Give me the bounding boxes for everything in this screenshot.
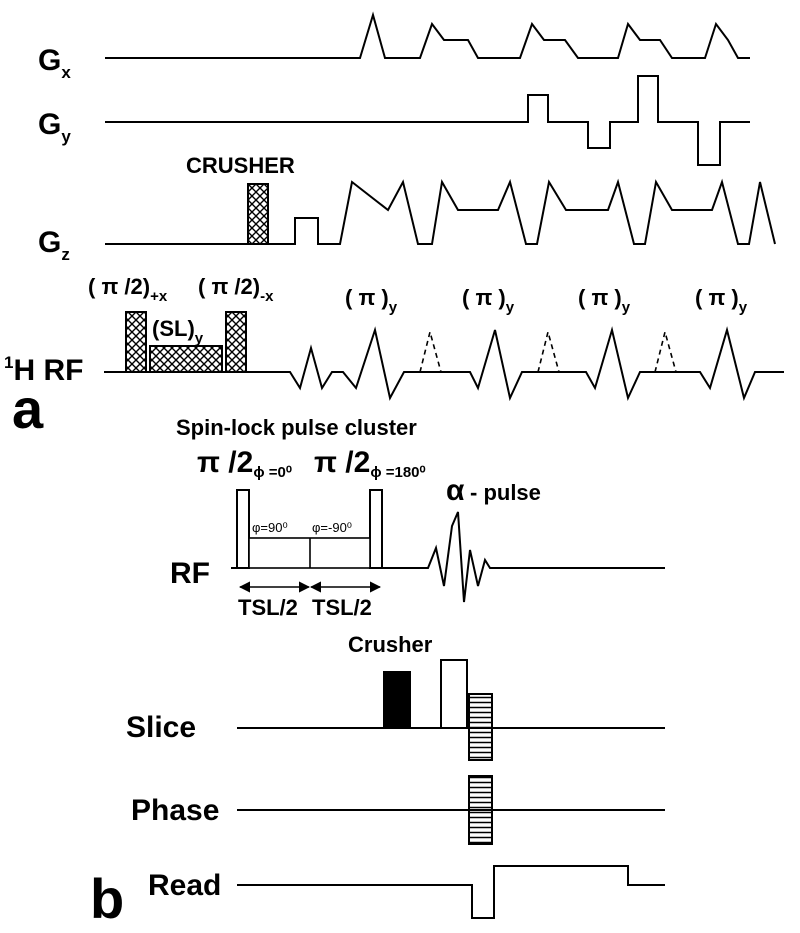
- rf-axis-label-b: RF: [170, 557, 210, 590]
- slice-refocus-gradient: [468, 693, 493, 729]
- refocus-pulse-label-3: ( π )y: [578, 285, 631, 316]
- dashed-pulse-3: [654, 328, 677, 373]
- spin-lock-label: (SL)y: [152, 316, 204, 347]
- phase-axis-label: Phase: [131, 794, 219, 827]
- spin-lock-block: [149, 345, 223, 373]
- crusher-label-a: CRUSHER: [186, 153, 295, 178]
- gy-trace: [105, 75, 750, 166]
- pulse-plus-x-block: [125, 311, 147, 373]
- alpha-symbol: α: [446, 474, 465, 507]
- pi2-pulse-1-block: [236, 489, 250, 569]
- read-axis-label: Read: [148, 869, 221, 902]
- refocus-pulse-label-2: ( π )y: [462, 285, 515, 316]
- panel-a-label: a: [12, 377, 44, 440]
- phase-encode-gradient-upper: [468, 775, 493, 811]
- refocus-pulse-label-4: ( π )y: [695, 285, 748, 316]
- tsl-half-label-2: TSL/2: [312, 595, 372, 620]
- pulse-plus-x-label: ( π /2)+x: [88, 274, 168, 305]
- slice-axis-label: Slice: [126, 711, 196, 744]
- dashed-pulse-2: [537, 328, 560, 373]
- dashed-pulse-1: [419, 328, 442, 373]
- crusher-gradient-b: [383, 671, 411, 729]
- panel-a: Gx Gy CRUSHER Gz ( π /2)+x ( π /2)-x (SL…: [4, 11, 784, 440]
- pi2-pulse-2-block: [369, 489, 383, 569]
- rf-axis-label-a: 1H RF: [4, 353, 83, 387]
- phase-90-label: φ=90⁰: [252, 520, 288, 535]
- rf-trace-b: [231, 511, 665, 603]
- read-trace: [237, 865, 665, 919]
- gx-trace: [105, 11, 750, 59]
- gy-axis-label: Gy: [38, 108, 71, 146]
- crusher-label-b: Crusher: [348, 632, 433, 657]
- phase-encode-gradient-lower: [468, 809, 493, 845]
- tsl-half-label-1: TSL/2: [238, 595, 298, 620]
- panel-b: Spin-lock pulse cluster π /2ϕ =0⁰ π /2ϕ …: [90, 415, 665, 930]
- gx-axis-label: Gx: [38, 44, 71, 82]
- crusher-gradient-a: [247, 183, 269, 245]
- spin-lock-cluster-title: Spin-lock pulse cluster: [176, 415, 417, 440]
- pi2-pulse-1-label: π /2ϕ =0⁰: [197, 446, 292, 481]
- pulse-minus-x-label: ( π /2)-x: [198, 274, 274, 305]
- slice-select-gradient: [440, 659, 468, 729]
- rf-trace-a: [104, 326, 784, 402]
- gz-trace: [105, 178, 776, 245]
- pulse-minus-x-block: [225, 311, 247, 373]
- refocus-pulse-label-1: ( π )y: [345, 285, 398, 316]
- alpha-pulse-label: - pulse: [470, 480, 541, 505]
- panel-b-label: b: [90, 867, 124, 930]
- gz-axis-label: Gz: [38, 226, 70, 264]
- phase-minus90-label: φ=-90⁰: [312, 520, 352, 535]
- pi2-pulse-2-label: π /2ϕ =180⁰: [314, 446, 426, 481]
- slice-refocus-gradient-lower: [468, 727, 493, 761]
